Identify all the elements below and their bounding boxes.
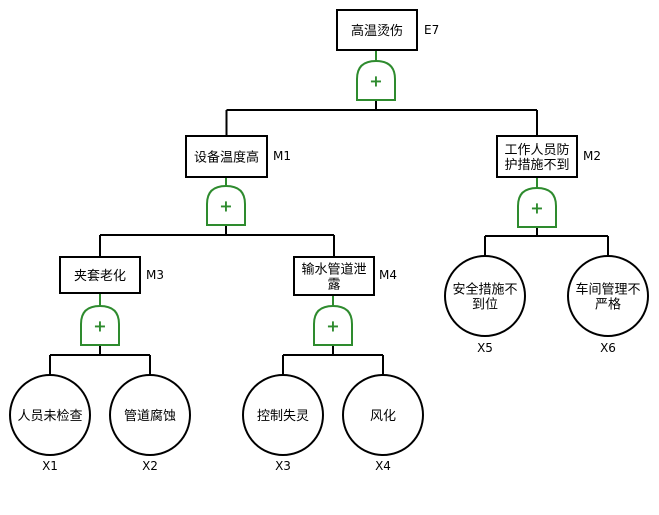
gate-symbol: + [93, 317, 106, 336]
basic-event-circle [109, 374, 191, 456]
basic-event-circle [342, 374, 424, 456]
event-m1: 设备温度高 M1 [185, 135, 291, 178]
event-box [293, 256, 375, 296]
event-id: M3 [146, 268, 164, 282]
event-id: X1 [42, 459, 58, 473]
event-x2: 管道腐蚀 X2 [109, 374, 191, 473]
event-label: 管道腐蚀 [124, 409, 176, 424]
or-gate-icon [356, 59, 396, 101]
basic-event-circle [9, 374, 91, 456]
or-gate-icon [517, 186, 557, 228]
event-x4: 风化 X4 [342, 374, 424, 473]
gate-symbol: + [369, 72, 382, 91]
gates: + + + + + [80, 50, 557, 346]
event-label: 护措施不到 [504, 158, 569, 173]
event-label: 高温烫伤 [351, 23, 403, 39]
event-x3: 控制失灵 X3 [242, 374, 324, 473]
event-label: 到位 [472, 298, 498, 313]
event-label: 输水管道泄 [301, 262, 366, 278]
event-id: M1 [273, 149, 291, 163]
event-box [496, 135, 578, 178]
event-id: X6 [600, 341, 616, 355]
event-label: 控制失灵 [257, 409, 309, 424]
event-label: 夹套老化 [74, 268, 126, 284]
gate-symbol: + [219, 197, 232, 216]
event-label: 风化 [370, 409, 396, 424]
basic-event-circle [242, 374, 324, 456]
basic-event-circle [444, 255, 526, 337]
gate-symbol: + [326, 317, 339, 336]
event-id: E7 [424, 23, 439, 37]
basic-event-circle [567, 255, 649, 337]
event-label: 严格 [595, 297, 621, 313]
event-label: 安全措施不 [452, 282, 517, 298]
gate-symbol: + [530, 199, 543, 218]
event-label: 车间管理不 [575, 282, 640, 298]
event-label: 设备温度高 [194, 150, 259, 166]
or-gate-icon [206, 184, 246, 226]
event-e7: 高温烫伤 E7 [336, 9, 439, 51]
event-id: X5 [477, 341, 493, 355]
event-id: X4 [375, 459, 391, 473]
event-x1: 人员未检查 X1 [9, 374, 91, 473]
event-m3: 夹套老化 M3 [59, 256, 164, 294]
event-label: 人员未检查 [17, 409, 82, 424]
event-box [59, 256, 141, 294]
event-id: M2 [583, 149, 601, 163]
event-id: X2 [142, 459, 158, 473]
event-label: 露 [327, 278, 340, 293]
event-box [336, 9, 418, 51]
connectors [49, 100, 609, 375]
event-id: X3 [275, 459, 291, 473]
event-box [185, 135, 268, 178]
event-label: 工作人员防 [504, 142, 569, 158]
or-gate-icon [313, 304, 353, 346]
or-gate-icon [80, 304, 120, 346]
event-id: M4 [379, 268, 397, 282]
